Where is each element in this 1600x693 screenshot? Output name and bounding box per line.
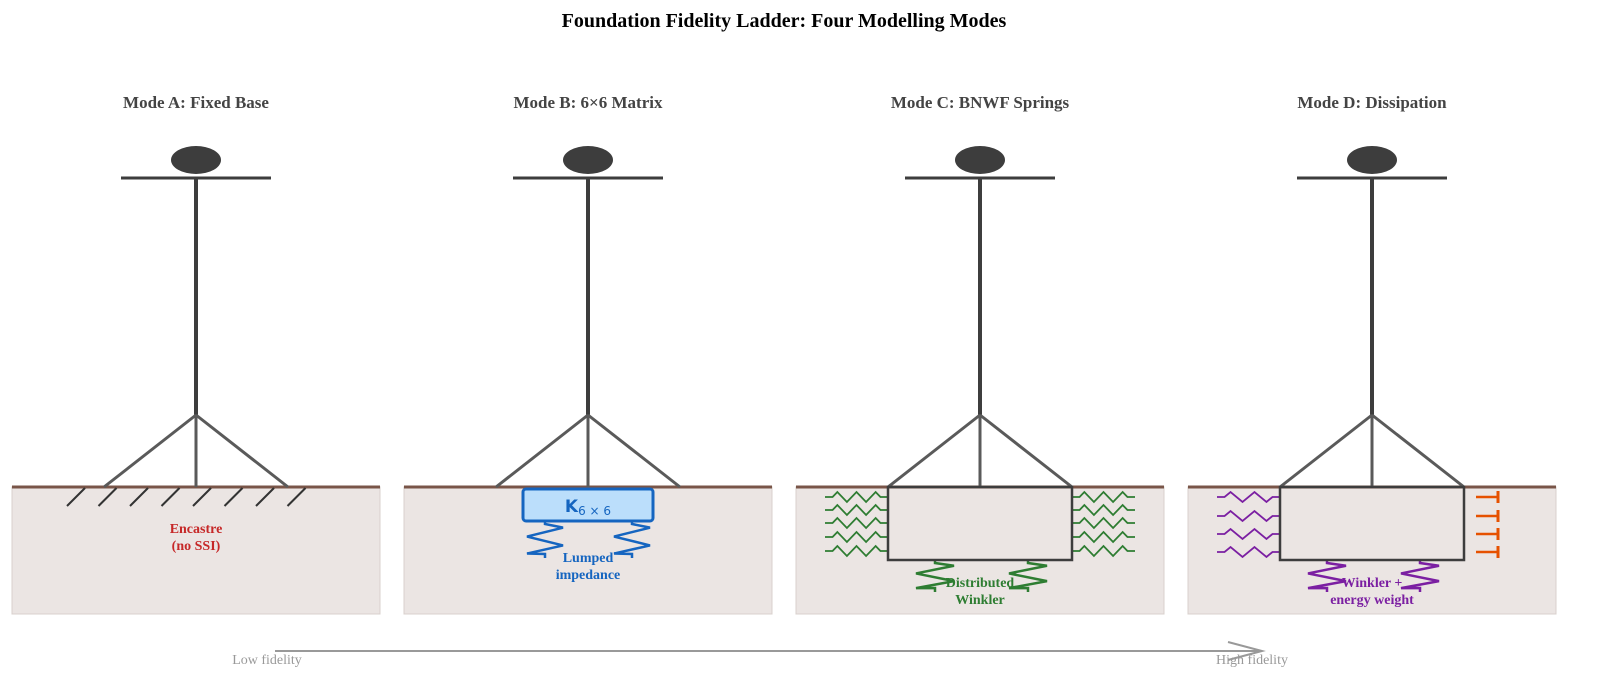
lateral-spring-icon bbox=[1072, 544, 1135, 558]
lateral-spring-icon bbox=[1072, 530, 1135, 544]
soil-region bbox=[795, 486, 1165, 615]
spring-icon bbox=[526, 521, 564, 558]
low-fidelity-label: Low fidelity bbox=[232, 653, 302, 668]
panel-title: Mode A: Fixed Base bbox=[123, 93, 269, 112]
mode-label-line: Winkler + bbox=[1342, 576, 1403, 591]
lateral-spring-icon bbox=[1217, 509, 1280, 523]
lateral-spring-icon bbox=[1072, 516, 1135, 530]
jacket-leg bbox=[1279, 413, 1373, 489]
matrix-symbol: K bbox=[565, 497, 579, 517]
fidelity-arrow-head-icon bbox=[1227, 641, 1266, 661]
fixed-support-hatch bbox=[97, 487, 118, 507]
matrix-label: K6 × 6 bbox=[565, 497, 611, 518]
mode-label-line: Lumped bbox=[563, 551, 614, 566]
panel-title: Mode B: 6×6 Matrix bbox=[514, 93, 663, 112]
fixed-support-hatch bbox=[255, 487, 275, 507]
lateral-spring-icon bbox=[1072, 490, 1135, 504]
matrix-subscript: 6 × 6 bbox=[578, 504, 611, 518]
panel-title: Mode C: BNWF Springs bbox=[891, 93, 1070, 112]
jacket-leg bbox=[979, 413, 1073, 489]
base-spring-icon bbox=[1008, 560, 1048, 592]
jacket-leg bbox=[495, 413, 589, 489]
stiffness-matrix-box bbox=[521, 487, 655, 523]
lateral-spring-icon bbox=[825, 544, 888, 558]
mode-label-line: Encastre bbox=[170, 522, 223, 537]
fixed-support-hatch bbox=[160, 487, 181, 507]
fixed-support-hatch bbox=[192, 487, 212, 507]
nacelle-icon bbox=[563, 146, 613, 174]
lateral-spring-icon bbox=[1217, 545, 1280, 559]
foundation-block bbox=[886, 485, 1074, 562]
mode-label-line: energy weight bbox=[1330, 593, 1414, 608]
lateral-spring-icon bbox=[825, 490, 888, 504]
lateral-spring-icon bbox=[825, 530, 888, 544]
mode-label-line: Winkler bbox=[955, 593, 1005, 608]
jacket-leg bbox=[103, 413, 197, 489]
fixed-support-hatch bbox=[66, 487, 86, 507]
base-spring-icon bbox=[1400, 560, 1440, 592]
fidelity-axis: Low fidelity High fidelity bbox=[232, 641, 1288, 668]
high-fidelity-label: High fidelity bbox=[1216, 653, 1288, 668]
panel-title: Mode D: Dissipation bbox=[1297, 93, 1447, 112]
base-spring-icon bbox=[915, 560, 955, 592]
lateral-spring-icon bbox=[825, 516, 888, 530]
base-spring-icon bbox=[1307, 560, 1347, 592]
lateral-spring-icon bbox=[825, 503, 888, 517]
jacket-leg bbox=[1371, 413, 1465, 489]
mode-label-line: (no SSI) bbox=[172, 539, 221, 554]
nacelle-icon bbox=[171, 146, 221, 174]
mode-label-line: impedance bbox=[556, 568, 621, 583]
nacelle-icon bbox=[955, 146, 1005, 174]
jacket-leg bbox=[195, 413, 289, 489]
mode-label-line: Distributed bbox=[946, 576, 1015, 591]
spring-icon bbox=[613, 521, 651, 558]
nacelle-icon bbox=[1347, 146, 1397, 174]
soil-region bbox=[11, 486, 381, 615]
lateral-spring-icon bbox=[1072, 503, 1135, 517]
jacket-leg bbox=[887, 413, 981, 489]
figure-title: Foundation Fidelity Ladder: Four Modelli… bbox=[562, 10, 1007, 32]
foundation-block bbox=[1278, 485, 1466, 562]
fixed-support-hatch bbox=[129, 487, 149, 507]
jacket-leg bbox=[587, 413, 681, 489]
fixed-support-hatch bbox=[286, 487, 307, 507]
lateral-spring-icon bbox=[1217, 527, 1280, 541]
lateral-spring-icon bbox=[1217, 490, 1280, 504]
fixed-support-hatch bbox=[223, 487, 244, 507]
